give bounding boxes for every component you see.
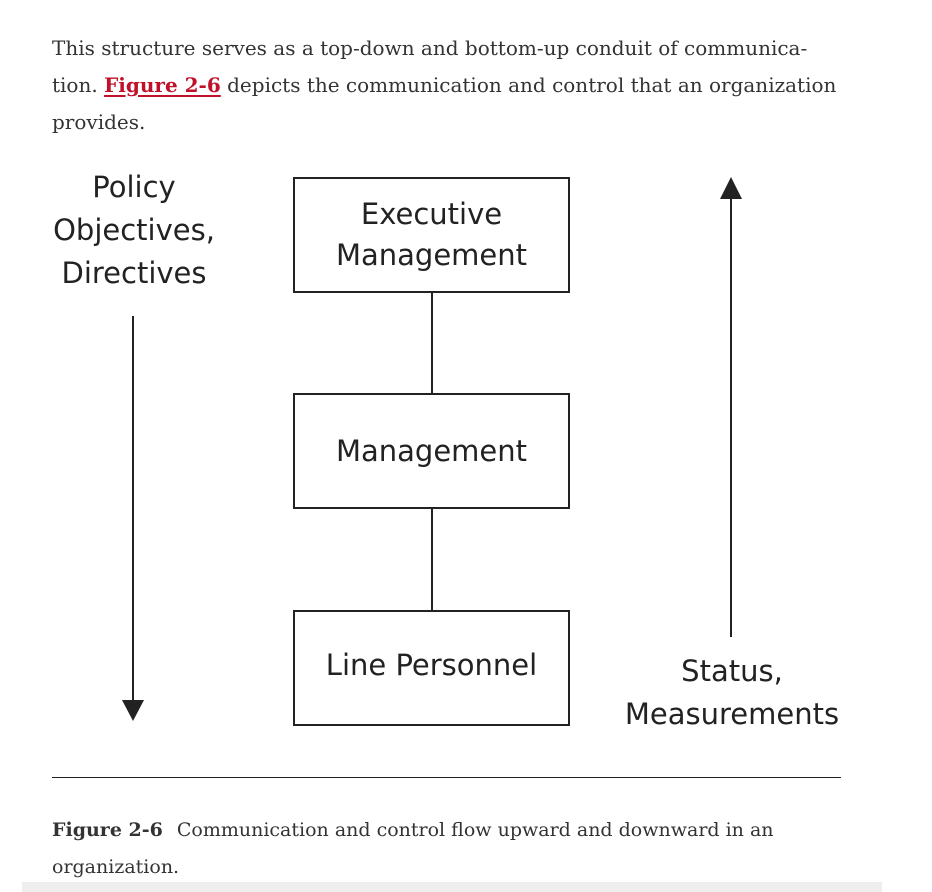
caption-text-1: Communication and control flow upward an… xyxy=(176,819,774,841)
figure-caption: Figure 2-6 Communication and control flow… xyxy=(52,812,852,886)
caption-line-2: organization. xyxy=(52,856,180,878)
bottom-scroll-area xyxy=(22,882,882,892)
caption-line-1: Figure 2-6 Communication and control flow… xyxy=(52,812,852,849)
intro-line-2: tion. Figure 2-6 depicts the communicati… xyxy=(52,67,852,104)
intro-line-1: This structure serves as a top-down and … xyxy=(52,36,808,60)
intro-paragraph: This structure serves as a top-down and … xyxy=(52,30,852,141)
intro-line-2-start: tion. xyxy=(52,73,105,97)
caption-divider xyxy=(52,777,841,778)
downward-arrow-head xyxy=(122,700,144,721)
line-personnel-label: Line Personnel xyxy=(325,648,538,682)
policy-label-line-3: Directives xyxy=(61,256,207,290)
figure-2-6-link[interactable]: Figure 2-6 xyxy=(104,73,221,97)
management-box: Management xyxy=(293,393,570,509)
executive-management-line-2: Management xyxy=(335,238,528,272)
executive-management-line-1: Executive xyxy=(360,197,503,231)
intro-line-2-end: depicts the communication and control th… xyxy=(220,73,837,97)
caption-figure-label: Figure 2-6 xyxy=(52,819,163,841)
intro-line-3: provides. xyxy=(52,110,146,134)
upward-arrow-head xyxy=(720,177,742,199)
policy-label: Policy Objectives, Directives xyxy=(44,166,224,295)
status-label: Status, Measurements xyxy=(612,650,852,736)
management-label: Management xyxy=(335,433,528,468)
status-label-line-1: Status, xyxy=(681,654,783,688)
line-personnel-box: Line Personnel xyxy=(293,610,570,726)
executive-management-box: Executive Management xyxy=(293,177,570,293)
policy-label-line-2: Objectives, xyxy=(53,213,215,247)
status-label-line-2: Measurements xyxy=(624,697,840,731)
policy-label-line-1: Policy xyxy=(92,170,176,204)
